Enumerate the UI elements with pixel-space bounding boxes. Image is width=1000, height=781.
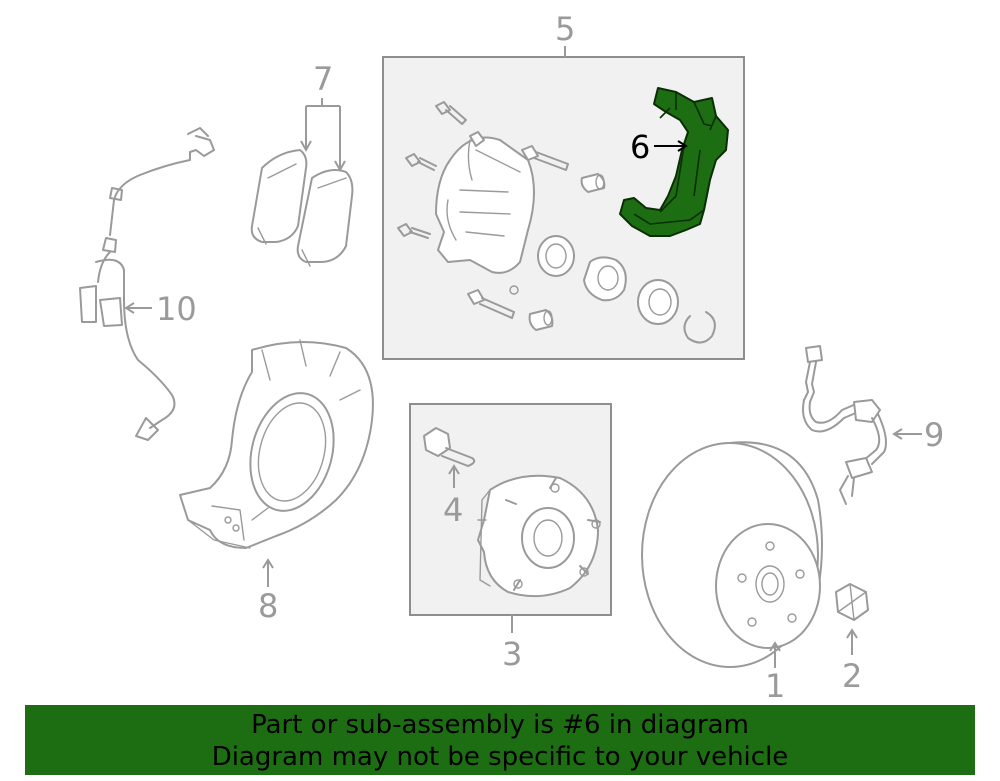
callout-9: 9 (924, 416, 944, 454)
callout-8: 8 (258, 587, 278, 625)
dust-boot (637, 279, 679, 325)
brake-pad-outer (296, 169, 354, 267)
hub-bolt (423, 427, 476, 467)
guide-pin-upper (521, 145, 569, 171)
bleeder-screw (509, 285, 519, 295)
callout-6: 6 (630, 128, 650, 166)
abs-sensor-wire (79, 127, 215, 441)
piston (583, 256, 627, 302)
callout-7-bracket (305, 98, 341, 168)
callout-2: 2 (842, 657, 862, 695)
callout-5: 5 (555, 10, 575, 48)
guide-pin-lower (467, 289, 515, 319)
banner-line-2: Diagram may not be specific to your vehi… (211, 742, 789, 772)
brake-rotor (641, 441, 823, 668)
callout-3: 3 (502, 635, 522, 673)
piston-seal (537, 235, 575, 277)
callout-6-arrowhead (677, 140, 688, 152)
callout-9-arrowhead (892, 428, 903, 440)
caliper-body (435, 131, 535, 274)
callout-10: 10 (156, 290, 197, 328)
guide-pin-boot-upper (580, 173, 606, 193)
guide-pin-boot-lower (528, 309, 554, 331)
info-banner: Part or sub-assembly is #6 in diagram Di… (25, 705, 975, 775)
brake-hose (802, 345, 887, 505)
callout-4-arrowhead (448, 464, 460, 475)
caliper-bolt-left1 (405, 153, 437, 171)
caliper-bolt-top (435, 101, 467, 125)
dust-shield (179, 339, 374, 549)
callout-7-arrowheads (300, 140, 346, 173)
callout-2-arrowhead (846, 628, 858, 639)
banner-line-1: Part or sub-assembly is #6 in diagram (251, 710, 749, 740)
callout-8-arrowhead (262, 558, 274, 569)
callout-7: 7 (313, 60, 333, 98)
caliper-bolt-left2 (397, 223, 431, 239)
callout-1-arrowhead (769, 641, 781, 652)
callout-10-arrowhead (124, 302, 135, 314)
wheel-hub (477, 474, 601, 598)
brake-pad-inner (250, 149, 308, 245)
caliper-bracket-highlighted (619, 87, 729, 237)
lug-nut (835, 583, 869, 621)
retaining-ring (683, 311, 716, 344)
callout-4: 4 (443, 491, 463, 529)
callout-1: 1 (765, 667, 785, 705)
